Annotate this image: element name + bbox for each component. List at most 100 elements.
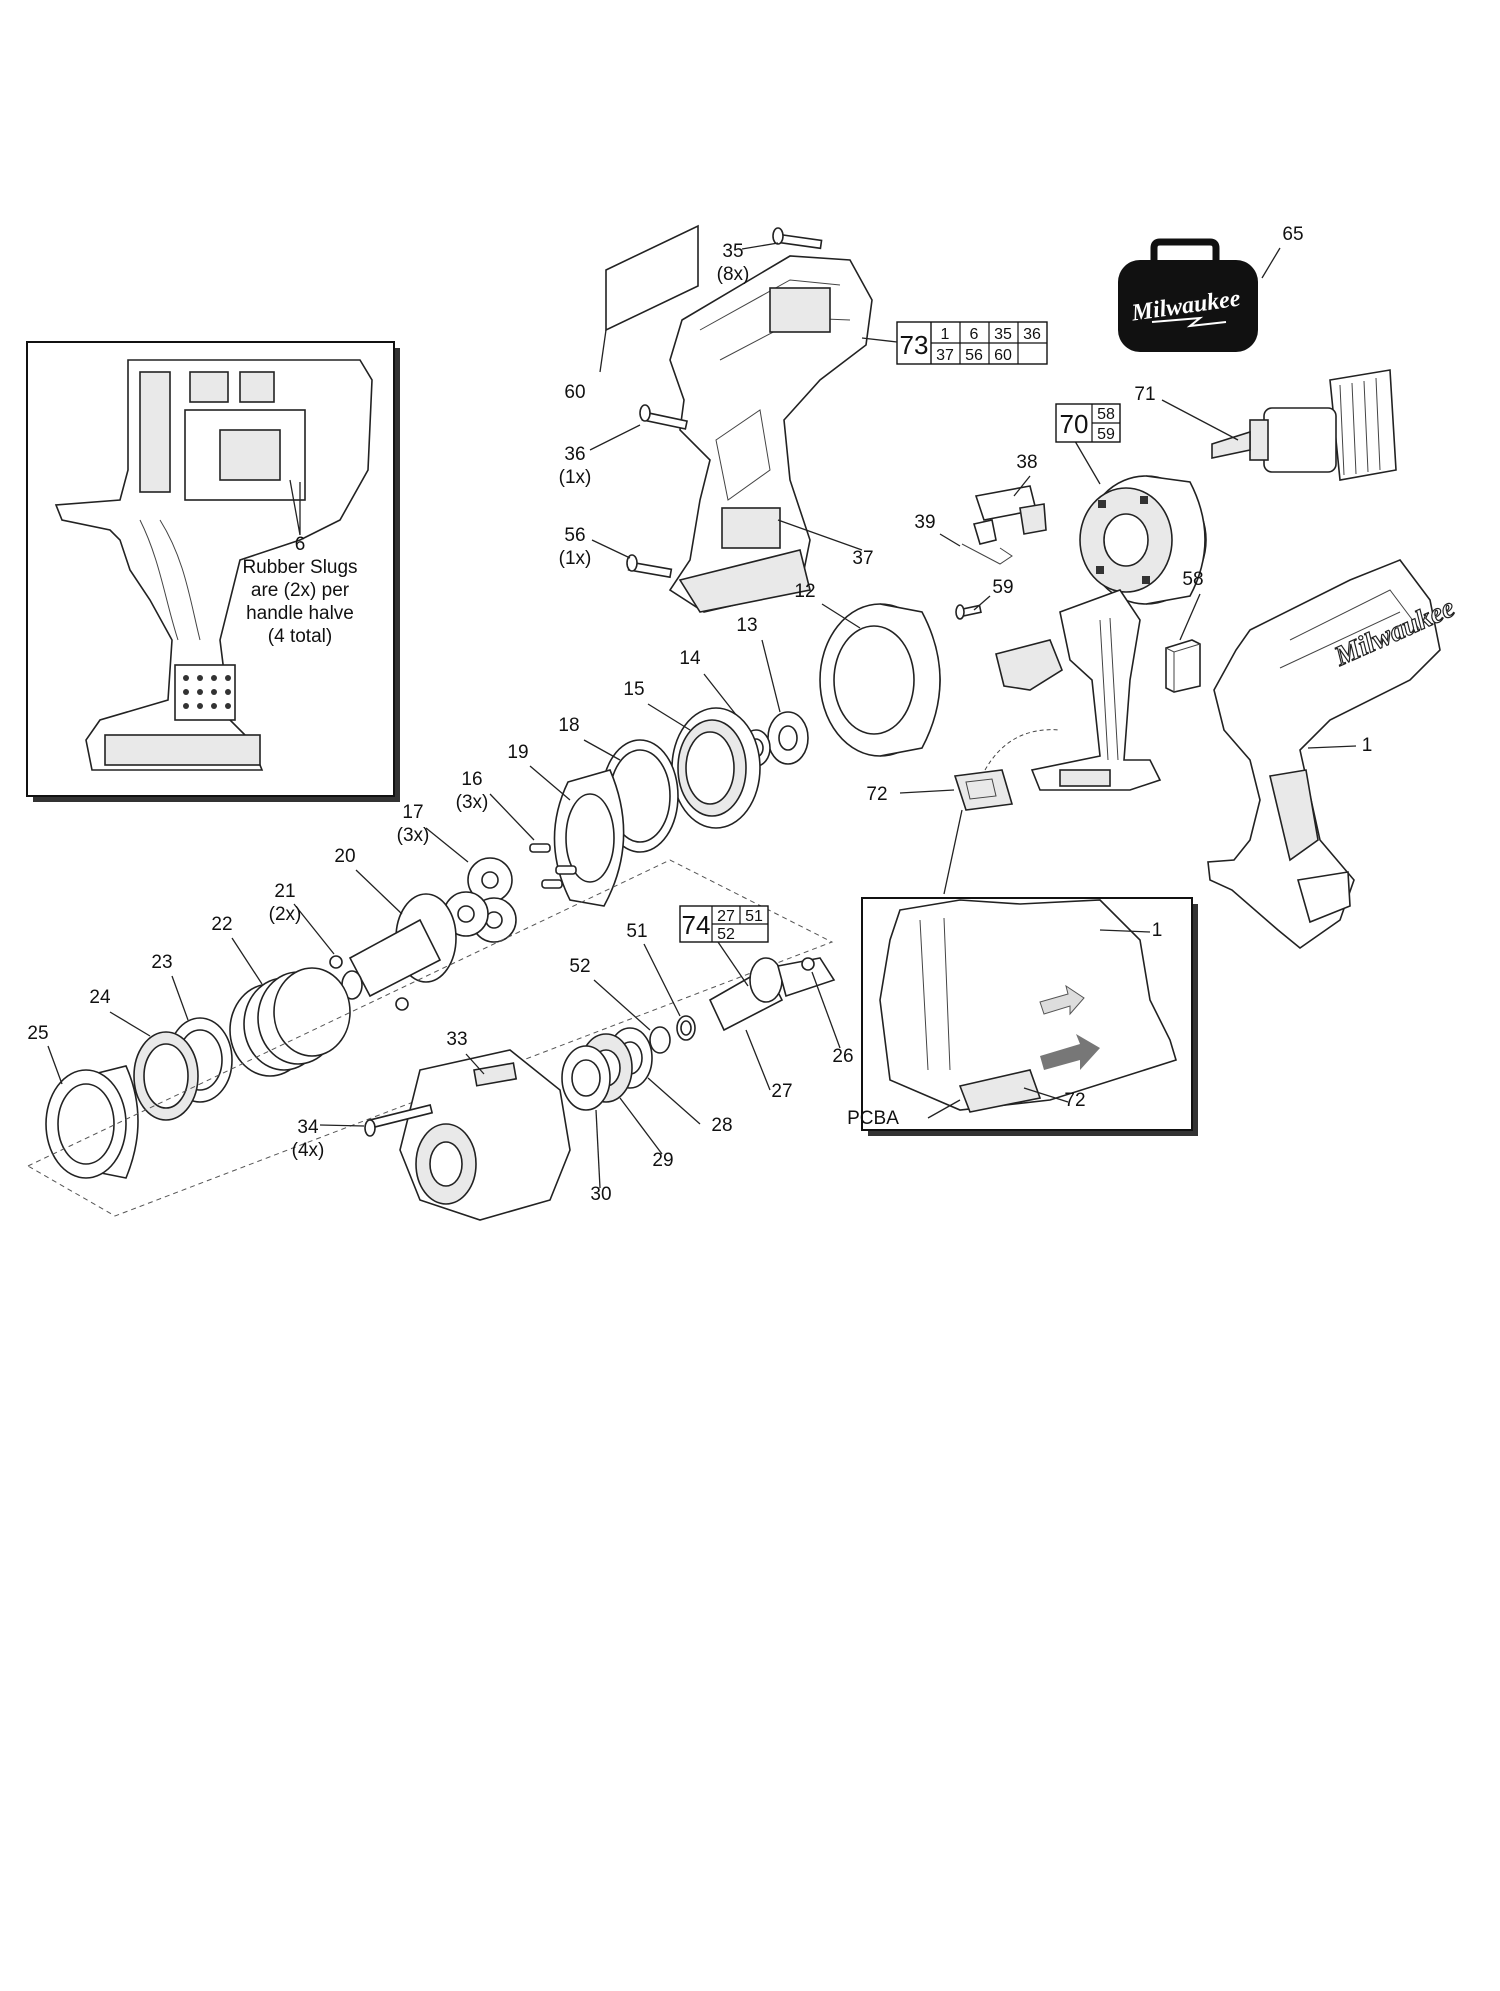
kit-73-r2c2: 56 <box>965 347 983 364</box>
note-line-3: handle halve <box>246 603 354 624</box>
callout-c27: 27 <box>771 1081 792 1102</box>
callout-c15: 15 <box>623 679 644 700</box>
callout-c16q: (3x) <box>456 792 489 813</box>
note-line-2: are (2x) per <box>251 580 350 601</box>
callout-c39: 39 <box>914 512 935 533</box>
part-stator <box>1071 435 1207 605</box>
part-hammer-25 <box>45 1045 139 1179</box>
part-gear-case <box>819 603 941 757</box>
part-direction-lever <box>972 475 1047 545</box>
part-pcba <box>899 729 1061 895</box>
callout-c60: 60 <box>564 382 585 403</box>
callout-c1a: 1 <box>1362 735 1373 756</box>
kit-70-table: 70 58 59 <box>1055 403 1121 443</box>
part-carrying-case: Milwaukee <box>1118 238 1281 352</box>
callout-c51: 51 <box>626 921 647 942</box>
part-balls-21 <box>293 903 409 1011</box>
callout-c71: 71 <box>1134 384 1155 405</box>
callout-c1b: 1 <box>1152 920 1163 941</box>
callout-c33: 33 <box>446 1029 467 1050</box>
part-spring <box>939 533 1013 565</box>
part-screw-36 <box>589 404 688 451</box>
callout-c29: 29 <box>652 1150 673 1171</box>
part-bearing-24 <box>109 1011 199 1121</box>
kit-73-r2c3: 60 <box>994 347 1012 364</box>
callout-c12: 12 <box>794 581 815 602</box>
part-pins-16 <box>489 793 577 889</box>
kit-70-part-1: 58 <box>1097 406 1115 423</box>
callout-c72b: 72 <box>1064 1090 1085 1111</box>
callout-c16: 16 <box>461 769 482 790</box>
callout-c72a: 72 <box>866 784 887 805</box>
callout-c52: 52 <box>569 956 590 977</box>
callout-c22: 22 <box>211 914 232 935</box>
callout-c38: 38 <box>1016 452 1037 473</box>
callout-c21q: (2x) <box>269 904 302 925</box>
kit-73-r1c1: 1 <box>941 326 950 343</box>
kit-74-part-3: 52 <box>717 926 735 943</box>
kit-73-r1c2: 6 <box>970 326 979 343</box>
note-part-number: 6 <box>295 534 306 555</box>
assembly-dashed-outline <box>26 859 834 1217</box>
callout-c25: 25 <box>27 1023 48 1044</box>
part-oring-52 <box>593 979 671 1054</box>
callout-c28: 28 <box>711 1115 732 1136</box>
kit-74-table: 74 27 51 52 <box>679 905 769 987</box>
part-screw-59 <box>955 595 991 620</box>
kit-74-part-1: 27 <box>717 908 735 925</box>
part-screw-35 <box>741 227 823 250</box>
callout-c34: 34 <box>297 1117 319 1138</box>
callout-c23: 23 <box>151 952 172 973</box>
part-block <box>1165 593 1201 693</box>
callout-c58: 58 <box>1182 569 1203 590</box>
kit-73-table: 73 1 6 35 36 37 56 60 <box>861 321 1048 365</box>
callout-c37: 37 <box>852 548 873 569</box>
callout-c35: 35 <box>722 241 743 262</box>
part-label-sticker <box>599 224 699 373</box>
part-housing-half <box>668 255 873 613</box>
callout-c17q: (3x) <box>397 825 430 846</box>
kit-73-number: 73 <box>900 330 929 360</box>
part-washer-30 <box>561 1045 611 1189</box>
kit-70-part-2: 59 <box>1097 426 1115 443</box>
callout-c34q: (4x) <box>292 1140 325 1161</box>
inset-handle-detail: 6 Rubber Slugs are (2x) per handle halve… <box>26 341 400 802</box>
kit-73-r1c3: 35 <box>994 326 1012 343</box>
part-spring-22 <box>229 937 351 1077</box>
kit-70-number: 70 <box>1060 409 1089 439</box>
part-ring-51 <box>643 943 696 1041</box>
callout-c18: 18 <box>558 715 579 736</box>
part-anvil-27 <box>708 957 836 1091</box>
callout-c35q: (8x) <box>717 264 750 285</box>
callout-c13: 13 <box>736 615 757 636</box>
kit-74-number: 74 <box>682 910 711 940</box>
part-main-housing: Milwaukee <box>1207 559 1460 950</box>
kit-73-r1c4: 36 <box>1023 326 1041 343</box>
part-ball-26 <box>801 957 841 1049</box>
callout-c19: 19 <box>507 742 528 763</box>
kit-73-r2c1: 37 <box>936 347 954 364</box>
callout-cpcba: PCBA <box>847 1108 899 1129</box>
part-rotor <box>1161 369 1397 481</box>
callout-c24: 24 <box>89 987 111 1008</box>
callout-c65: 65 <box>1282 224 1303 245</box>
callout-c56q: (1x) <box>559 548 592 569</box>
callout-c59: 59 <box>992 577 1013 598</box>
note-line-4: (4 total) <box>268 626 332 647</box>
part-carrier-20 <box>341 869 457 1000</box>
part-screw-34 <box>319 1104 434 1137</box>
handle-half-drawing <box>54 359 373 771</box>
callout-c20: 20 <box>334 846 355 867</box>
kit-74-part-2: 51 <box>745 908 763 925</box>
inset-pcba-install <box>861 897 1198 1136</box>
part-ring-gear-15 <box>647 703 761 829</box>
part-switch-assembly <box>995 589 1162 791</box>
part-hammer-case <box>399 1049 571 1221</box>
callout-c30: 30 <box>590 1184 611 1205</box>
callout-c36q: (1x) <box>559 467 592 488</box>
part-screw-56 <box>591 539 673 579</box>
callout-c56: 56 <box>564 525 585 546</box>
callout-c36: 36 <box>564 444 585 465</box>
